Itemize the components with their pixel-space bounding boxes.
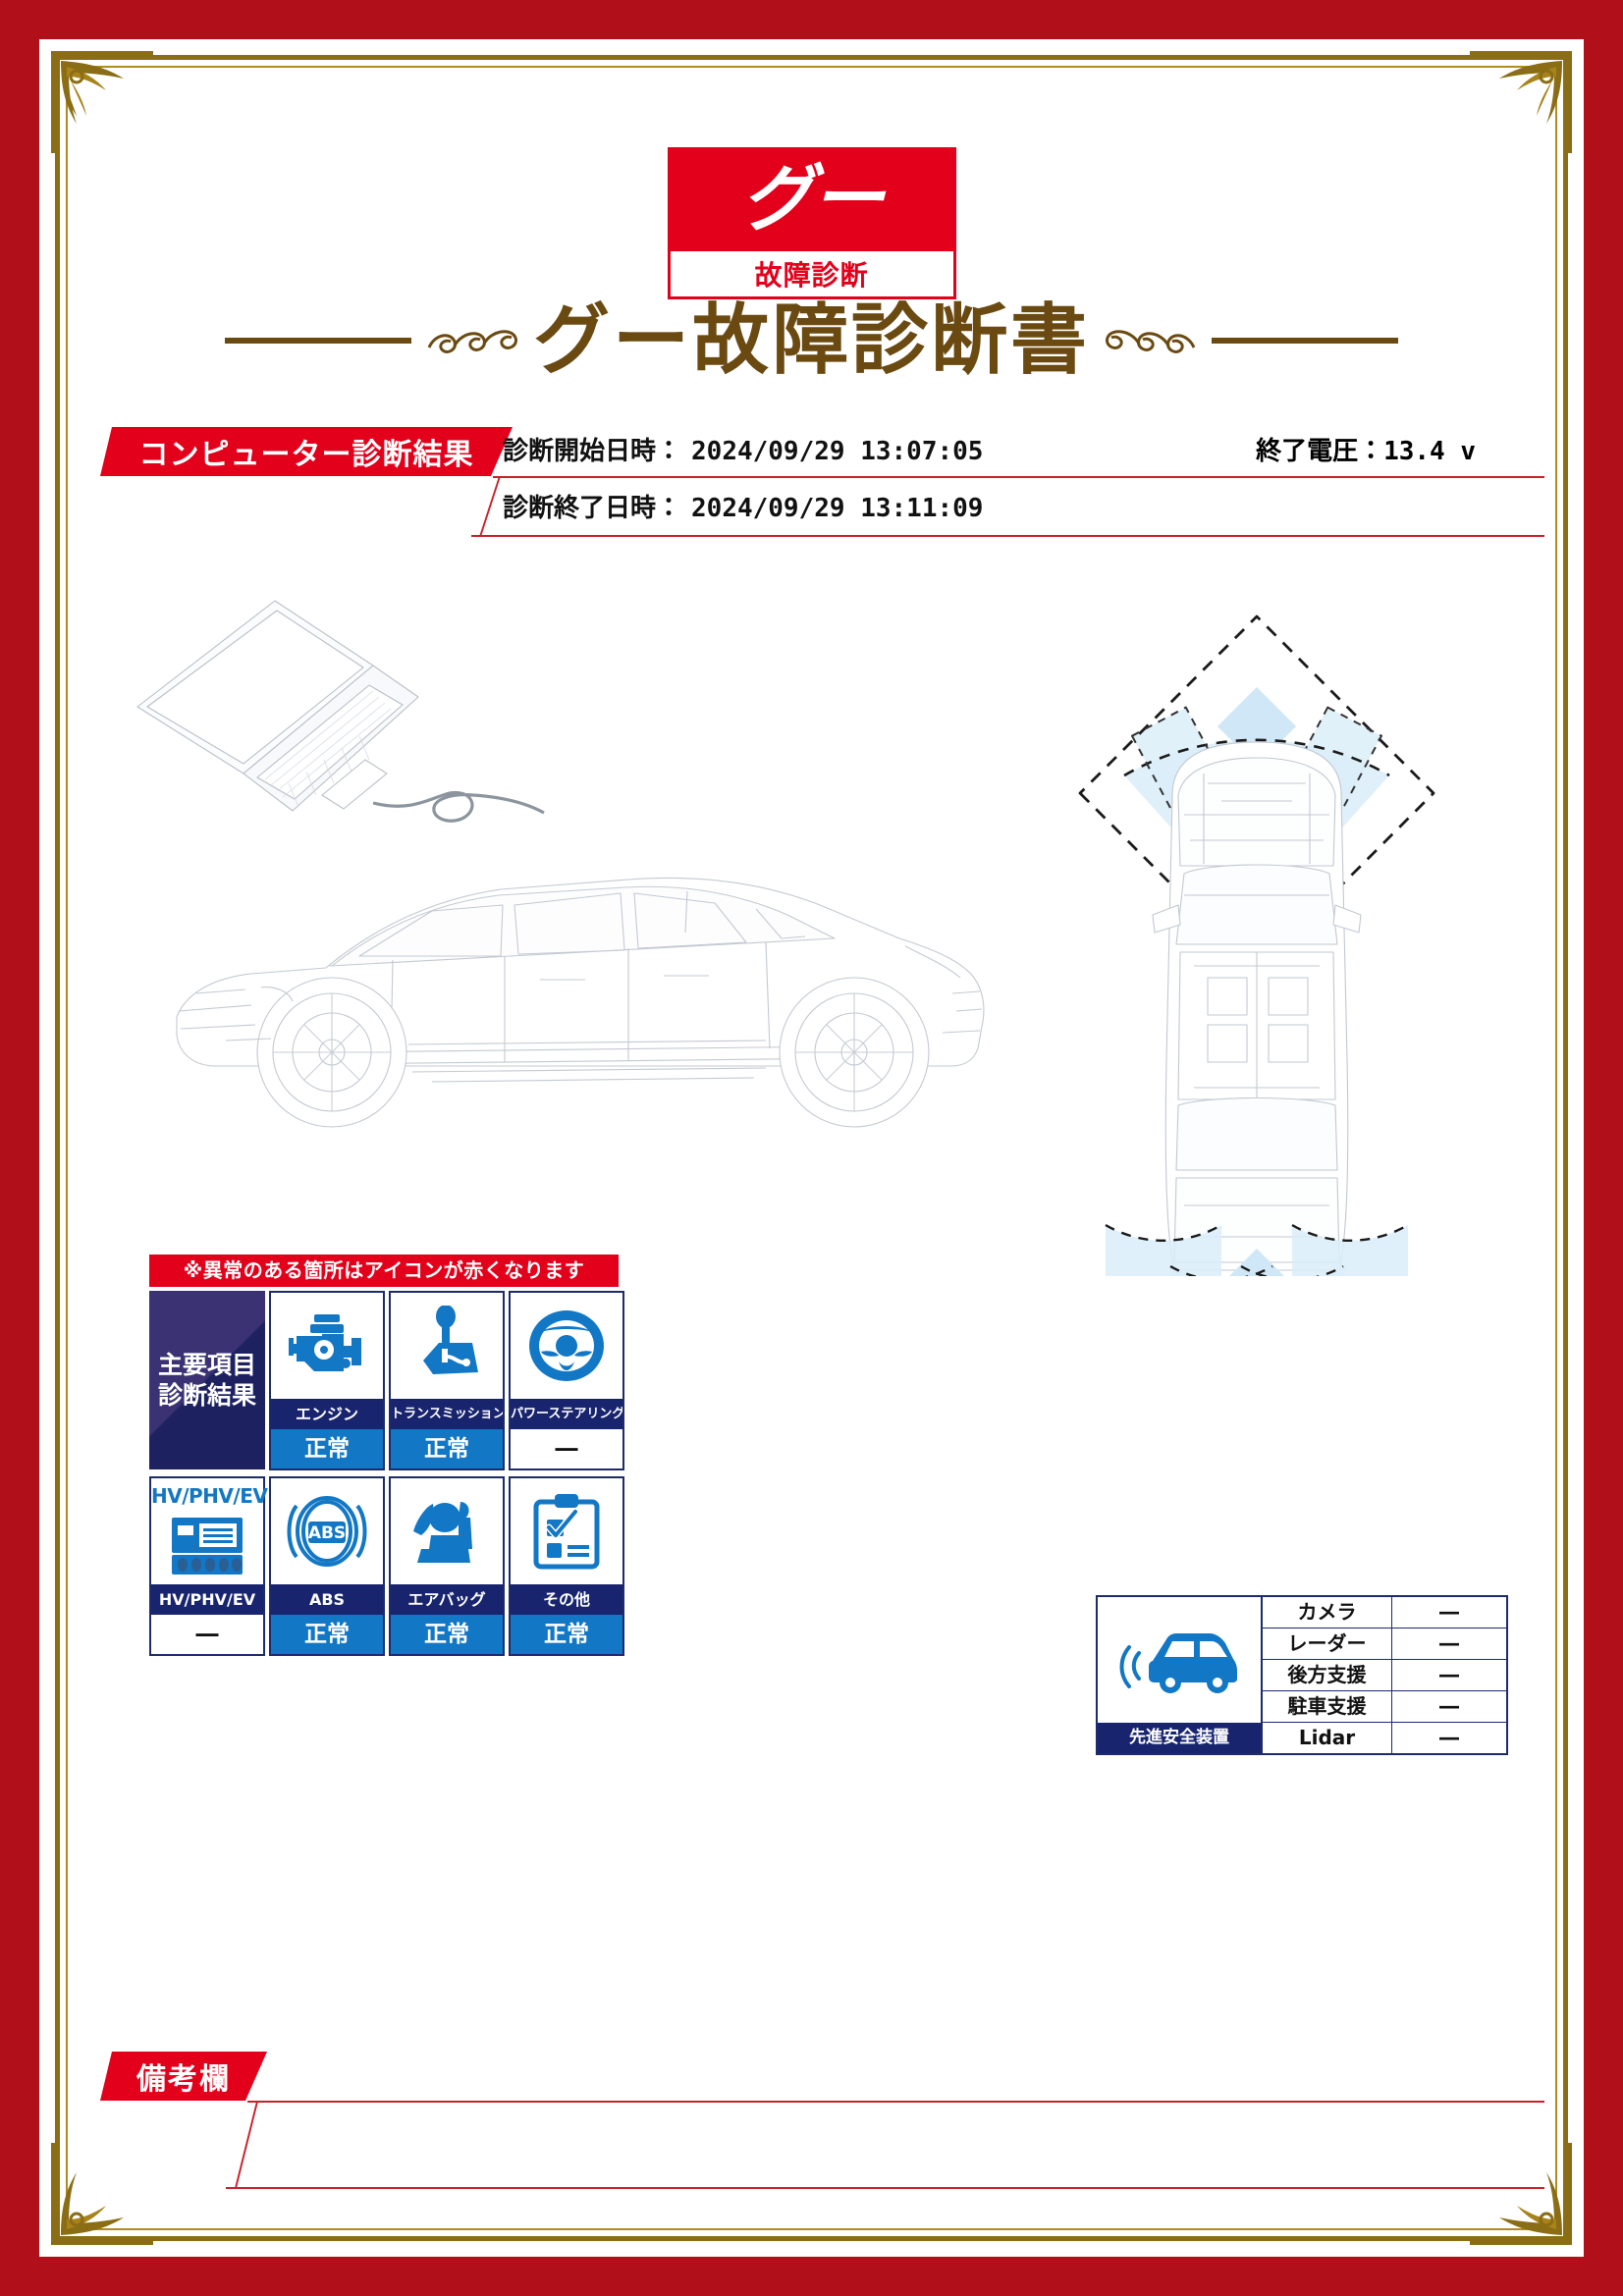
- vehicle-illustrations: [79, 550, 1544, 1276]
- item-card-airbag[interactable]: エアバッグ 正常: [389, 1476, 505, 1656]
- advanced-safety-table: 先進安全装置 カメラ ― レーダー ― 後方支援 ― 駐車支援 ―: [1096, 1595, 1508, 1755]
- item-card-engine[interactable]: エンジン 正常: [269, 1291, 385, 1470]
- item-label-hv-phv-ev: HV/PHV/EV: [151, 1584, 263, 1615]
- header-slash: [478, 476, 502, 537]
- sensor-car-icon: [1098, 1597, 1261, 1723]
- diagnostic-end-row: 診断終了日時： 2024/09/29 13:11:09: [503, 488, 1544, 524]
- table-row: レーダー ―: [1263, 1629, 1506, 1660]
- item-label-transmission: トランスミッション: [391, 1399, 503, 1429]
- item-label-engine: エンジン: [271, 1399, 383, 1429]
- advanced-safety-rows: カメラ ― レーダー ― 後方支援 ― 駐車支援 ― Lidar ―: [1263, 1597, 1506, 1753]
- item-status-power-steering: ―: [511, 1429, 622, 1468]
- item-status-abs: 正常: [271, 1615, 383, 1654]
- remarks-rule-1: [247, 2101, 1544, 2103]
- car-side-wireframe: [176, 877, 985, 1128]
- title-rule-right: [1212, 338, 1398, 344]
- diagnostic-start-label: 診断開始日時：: [503, 437, 682, 466]
- table-row: 駐車支援 ―: [1263, 1691, 1506, 1723]
- header-rule-1: [493, 476, 1544, 478]
- advanced-safety-label: 先進安全装置: [1098, 1723, 1261, 1753]
- computer-result-ribbon: コンピューター診断結果: [100, 427, 513, 476]
- title-rule-left: [224, 338, 411, 344]
- remarks-section: 備考欄: [100, 2052, 1544, 2199]
- main-items-panel-title: 主要項目 診断結果: [149, 1291, 265, 1469]
- main-items-row-1: 主要項目 診断結果: [149, 1291, 624, 1470]
- adas-name-radar: レーダー: [1263, 1629, 1392, 1659]
- steering-icon: [511, 1293, 622, 1399]
- item-card-abs[interactable]: ABS ABS 正常: [269, 1476, 385, 1656]
- goo-logo: グー 故障診断: [667, 147, 956, 299]
- adas-value-lidar: ―: [1439, 1726, 1459, 1749]
- item-card-transmission[interactable]: トランスミッション 正常: [389, 1291, 505, 1470]
- transmission-icon: [391, 1293, 503, 1399]
- adas-value-parking-support: ―: [1439, 1694, 1459, 1718]
- item-label-airbag: エアバッグ: [391, 1584, 503, 1615]
- logo-subtitle-text: 故障診断: [754, 259, 869, 292]
- engine-icon: [271, 1293, 383, 1399]
- hv-badge-label: HV/PHV/EV: [151, 1484, 268, 1508]
- document-content: グー 故障診断 グー故障診断書: [79, 79, 1544, 2217]
- item-label-other: その他: [511, 1584, 622, 1615]
- diagnostic-header: コンピューター診断結果 診断開始日時： 2024/09/29 13:07:05 …: [79, 427, 1544, 543]
- item-label-abs: ABS: [271, 1584, 383, 1615]
- item-card-other[interactable]: その他 正常: [509, 1476, 624, 1656]
- diagnostic-end-value: 2024/09/29 13:11:09: [691, 494, 984, 523]
- end-voltage-value: 13.4 v: [1383, 437, 1476, 466]
- abnormal-icon-note: ※異常のある箇所はアイコンが赤くなります: [149, 1255, 619, 1287]
- diagnostic-start-value: 2024/09/29 13:07:05: [691, 437, 984, 466]
- remarks-text[interactable]: [267, 2110, 1524, 2179]
- adas-name-parking-support: 駐車支援: [1263, 1691, 1392, 1722]
- remarks-ribbon: 備考欄: [100, 2052, 267, 2101]
- adas-value-camera: ―: [1439, 1600, 1459, 1624]
- advanced-safety-icon-column: 先進安全装置: [1098, 1597, 1263, 1753]
- logo-white-plate: 故障診断: [667, 251, 956, 299]
- table-row: Lidar ―: [1263, 1723, 1506, 1753]
- laptop-wireframe: [136, 600, 545, 823]
- item-status-hv-phv-ev: ―: [151, 1615, 263, 1654]
- item-status-engine: 正常: [271, 1429, 383, 1468]
- item-card-hv-phv-ev[interactable]: HV/PHV/EV: [149, 1476, 268, 1656]
- panel-title-line2: 診断結果: [157, 1381, 256, 1410]
- item-status-transmission: 正常: [391, 1429, 503, 1468]
- end-voltage-label: 終了電圧：: [1256, 437, 1384, 466]
- end-voltage-row: 終了電圧：13.4 v: [1256, 431, 1476, 467]
- flourish-right-icon: [1104, 318, 1198, 363]
- diagnostic-start-row: 診断開始日時： 2024/09/29 13:07:05: [503, 431, 1544, 467]
- remarks-slash: [234, 2101, 259, 2189]
- sensor-cones-rear: [1105, 1223, 1409, 1276]
- main-items-row-2: HV/PHV/EV: [149, 1476, 624, 1656]
- clipboard-icon: [511, 1478, 622, 1584]
- item-label-power-steering: パワーステアリング: [511, 1399, 622, 1429]
- table-row: カメラ ―: [1263, 1597, 1506, 1629]
- abs-icon: ABS: [271, 1478, 383, 1584]
- document-title-row: グー故障診断書: [79, 302, 1544, 379]
- flourish-left-icon: [425, 318, 519, 363]
- airbag-icon: [391, 1478, 503, 1584]
- main-items-note: ※異常のある箇所はアイコンが赤くなります: [149, 1255, 619, 1287]
- main-items-grid: 主要項目 診断結果: [149, 1291, 624, 1662]
- item-status-other: 正常: [511, 1615, 622, 1654]
- adas-name-lidar: Lidar: [1263, 1723, 1392, 1753]
- table-row: 後方支援 ―: [1263, 1660, 1506, 1691]
- page-title: グー故障診断書: [532, 296, 1090, 385]
- car-topview-wireframe: [1078, 614, 1435, 1276]
- logo-brand-text: グー: [740, 157, 885, 241]
- item-status-airbag: 正常: [391, 1615, 503, 1654]
- item-card-power-steering[interactable]: パワーステアリング ―: [509, 1291, 624, 1470]
- adas-value-rear-support: ―: [1439, 1663, 1459, 1686]
- adas-name-camera: カメラ: [1263, 1597, 1392, 1628]
- adas-value-radar: ―: [1439, 1631, 1459, 1655]
- svg-text:ABS: ABS: [308, 1523, 346, 1543]
- diagnostic-end-label: 診断終了日時：: [503, 494, 682, 523]
- logo-red-plate: グー: [667, 147, 956, 251]
- battery-icon: [151, 1508, 263, 1584]
- remarks-rule-2: [226, 2187, 1544, 2189]
- header-rule-2: [471, 535, 1544, 537]
- panel-title-line1: 主要項目: [157, 1350, 256, 1379]
- adas-name-rear-support: 後方支援: [1263, 1660, 1392, 1690]
